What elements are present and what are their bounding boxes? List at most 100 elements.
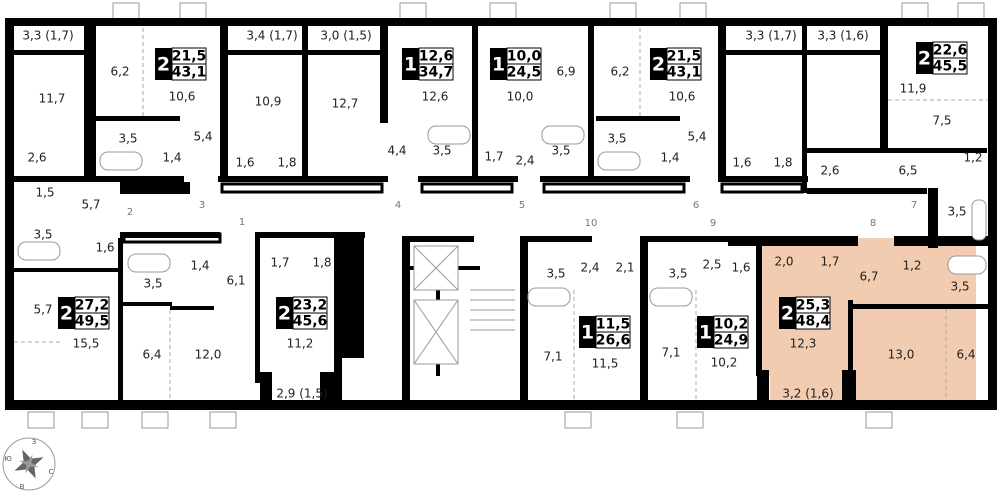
room-area-label: 10,9 <box>255 95 282 109</box>
room-area-label: 7,1 <box>543 350 562 364</box>
room-area-label: 3,5 <box>33 228 52 242</box>
entrance-door-number: 10 <box>585 218 598 229</box>
window <box>679 2 707 20</box>
compass-west-label: З <box>32 438 37 446</box>
windows <box>27 2 985 429</box>
apartment-living-area: 25,3 <box>796 298 831 314</box>
apartment-room-count: 1 <box>699 322 712 344</box>
apartment-room-count: 1 <box>492 54 505 76</box>
room-area-label: 6,7 <box>859 270 878 284</box>
apartment-room-count: 1 <box>404 54 417 76</box>
room-area-label: 2,0 <box>774 255 793 269</box>
room-area-label: 12,0 <box>195 348 222 362</box>
apartment-living-area: 22,6 <box>933 43 968 59</box>
room-area-label: 6,4 <box>142 348 161 362</box>
room-area-label: 3,5 <box>143 277 162 291</box>
apartment-total-area: 43,1 <box>172 65 207 81</box>
room-area-label: 3,5 <box>668 267 687 281</box>
room-area-label: 2,9 (1,5) <box>276 387 327 401</box>
room-area-label: 3,5 <box>947 205 966 219</box>
apartment-room-count: 2 <box>781 303 794 325</box>
room-area-label: 11,9 <box>900 82 927 96</box>
room-area-label: 1,7 <box>484 150 503 164</box>
apartment-room-count: 2 <box>157 54 170 76</box>
room-area-label: 6,1 <box>226 274 245 288</box>
window <box>865 411 893 429</box>
apartment-living-area: 21,5 <box>667 49 702 65</box>
room-area-label: 3,5 <box>950 280 969 294</box>
room-area-label: 2,4 <box>515 154 534 168</box>
entrance-door-number: 3 <box>199 200 205 211</box>
room-area-label: 12,7 <box>332 97 359 111</box>
room-area-label: 3,3 (1,6) <box>817 29 868 43</box>
compass-south-label: Ю <box>4 455 12 463</box>
room-area-label: 10,2 <box>711 356 738 370</box>
compass-east-label: В <box>20 483 25 491</box>
apartment-living-area: 11,5 <box>596 317 631 333</box>
room-area-label: 10,6 <box>169 90 196 104</box>
room-area-label: 1,7 <box>270 256 289 270</box>
room-area-label: 10,6 <box>669 90 696 104</box>
apartment-total-area: 26,6 <box>596 333 631 349</box>
entrance-door-number: 8 <box>870 218 876 229</box>
apartment-room-count: 1 <box>581 322 594 344</box>
apartment-living-area: 27,2 <box>75 298 110 314</box>
apartment-room-count: 2 <box>60 303 73 325</box>
room-area-label: 12,6 <box>422 90 449 104</box>
room-area-label: 1,5 <box>35 186 54 200</box>
room-area-label: 6,2 <box>610 65 629 79</box>
room-area-label: 7,5 <box>932 114 951 128</box>
room-area-label: 1,8 <box>277 156 296 170</box>
room-area-label: 1,6 <box>95 241 114 255</box>
window <box>112 2 140 20</box>
room-area-label: 1,7 <box>820 255 839 269</box>
room-area-label: 3,3 (1,7) <box>22 29 73 43</box>
compass-north-label: С <box>49 468 54 476</box>
fixtures <box>17 125 987 365</box>
room-area-label: 1,6 <box>235 156 254 170</box>
apartment-living-area: 12,6 <box>419 49 454 65</box>
window <box>957 2 985 20</box>
apartment-total-area: 24,9 <box>714 333 749 349</box>
window <box>141 411 169 429</box>
apartment-room-count: 2 <box>918 48 931 70</box>
apartment-total-area: 49,5 <box>75 314 110 330</box>
room-area-label: 1,6 <box>731 261 750 275</box>
apartment-total-area: 48,4 <box>796 314 831 330</box>
room-area-label: 12,3 <box>790 337 817 351</box>
dashed-zone-lines <box>14 28 988 400</box>
apartment-living-area: 10,2 <box>714 317 749 333</box>
entrance-door-number: 4 <box>395 200 401 211</box>
room-area-label: 1,6 <box>732 156 751 170</box>
room-area-label: 2,5 <box>702 258 721 272</box>
room-area-label: 10,0 <box>507 90 534 104</box>
room-area-label: 1,2 <box>902 259 921 273</box>
room-area-label: 5,4 <box>687 130 706 144</box>
room-area-label: 2,1 <box>615 261 634 275</box>
room-area-label: 1,8 <box>312 256 331 270</box>
window <box>81 411 109 429</box>
room-area-label: 11,2 <box>287 337 314 351</box>
walls <box>5 18 997 410</box>
room-area-label: 6,9 <box>556 65 575 79</box>
apartment-living-area: 10,0 <box>507 49 542 65</box>
room-area-label: 6,2 <box>110 65 129 79</box>
apartment-total-area: 45,6 <box>293 314 328 330</box>
highlighted-apartment-area[interactable] <box>758 238 976 406</box>
room-area-label: 5,4 <box>193 130 212 144</box>
room-area-label: 3,5 <box>432 144 451 158</box>
window <box>609 2 637 20</box>
room-area-label: 6,5 <box>898 164 917 178</box>
room-area-label: 11,5 <box>592 357 619 371</box>
